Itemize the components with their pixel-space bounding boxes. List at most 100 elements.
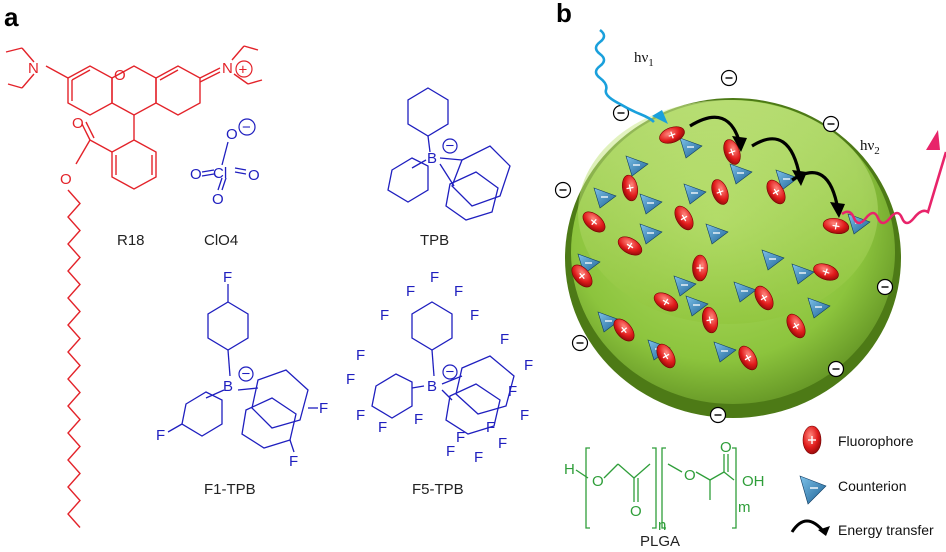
fluorophore-7 bbox=[582, 211, 606, 233]
f5tpb-f-16: F bbox=[498, 435, 507, 452]
clo4-o-left: O bbox=[190, 166, 202, 183]
nanoparticle bbox=[565, 98, 901, 418]
legend: Fluorophore Counterion Energy transfer bbox=[790, 425, 934, 538]
f5tpb-f-5: F bbox=[430, 269, 439, 286]
counterion-1 bbox=[679, 137, 703, 159]
fluorophore-4 bbox=[674, 205, 694, 231]
f1tpb-minus-sign: − bbox=[242, 366, 251, 383]
counterion-2 bbox=[729, 163, 753, 185]
counterion-15 bbox=[733, 281, 757, 303]
f1tpb-f-top: F bbox=[223, 269, 232, 286]
legend-counterion-icon bbox=[799, 475, 827, 505]
plga-o3: O bbox=[684, 467, 696, 484]
f5tpb-minus-charge bbox=[442, 364, 458, 380]
fluorophore-2 bbox=[723, 139, 741, 165]
clo4-o-top: O bbox=[226, 126, 238, 143]
energy-transfer-arrow-2 bbox=[751, 137, 802, 179]
counterion-7 bbox=[593, 187, 617, 209]
clo4-minus-sign: − bbox=[242, 119, 251, 136]
photon-out bbox=[841, 130, 946, 225]
fluorophore-9 bbox=[692, 254, 708, 282]
counterion-8 bbox=[639, 223, 663, 245]
legend-fluorophore-icon bbox=[802, 425, 822, 455]
clo4-structure: O − Cl O O O bbox=[190, 118, 260, 208]
f5tpb-b: B bbox=[427, 378, 437, 395]
legend-fluorophore-label: Fluorophore bbox=[838, 433, 914, 449]
f1tpb-f-left: F bbox=[156, 427, 165, 444]
fluorophore-19 bbox=[711, 179, 729, 205]
f5tpb-f-10: F bbox=[414, 411, 423, 428]
nanoparticle-highlight bbox=[578, 100, 878, 324]
f5tpb-f-4: F bbox=[470, 307, 479, 324]
f1tpb-minus-charge bbox=[238, 366, 254, 382]
counterion-19 bbox=[713, 341, 737, 363]
fluorophore-6 bbox=[822, 217, 850, 235]
clo4-cl: Cl bbox=[213, 165, 227, 182]
f5tpb-f-19: F bbox=[508, 383, 517, 400]
r18-o-ester: O bbox=[60, 171, 72, 188]
fluorophore-11 bbox=[571, 264, 593, 288]
hv2-label: hν2 bbox=[860, 138, 880, 157]
fluorophore-13 bbox=[813, 263, 839, 281]
energy-transfer-arrowhead-3 bbox=[830, 202, 845, 218]
f5tpb-f-18: F bbox=[474, 449, 483, 466]
r18-o-ring: O bbox=[114, 67, 126, 84]
label-clo4: ClO4 bbox=[204, 232, 238, 249]
plga-h: H bbox=[564, 461, 575, 478]
f1tpb-b: B bbox=[223, 378, 233, 395]
panel-b-letter: b bbox=[556, 0, 572, 28]
fluorophore-8 bbox=[617, 236, 643, 256]
r18-plus-charge bbox=[235, 60, 253, 78]
clo4-o-right: O bbox=[248, 167, 260, 184]
fluorophore-14 bbox=[613, 318, 635, 342]
tpb-minus-charge bbox=[442, 138, 458, 154]
photon-in bbox=[594, 28, 668, 124]
f5tpb-f-7: F bbox=[356, 407, 365, 424]
tpb-b: B bbox=[427, 150, 437, 167]
fluorophore-16 bbox=[786, 313, 806, 339]
f5tpb-f-2: F bbox=[454, 283, 463, 300]
f5tpb-f-1: F bbox=[406, 283, 415, 300]
tpb-structure: B − bbox=[387, 87, 511, 221]
fluorophore-3 bbox=[621, 174, 639, 202]
f5tpb-f-12: F bbox=[524, 357, 533, 374]
fluorophore-15 bbox=[701, 306, 719, 334]
plga-o4: O bbox=[720, 439, 732, 456]
legend-energy-transfer-label: Energy transfer bbox=[838, 522, 934, 538]
r18-plus-sign: + bbox=[239, 62, 248, 79]
energy-transfer-icon bbox=[790, 519, 830, 536]
r18-structure: N O N + O O bbox=[5, 45, 263, 528]
fluorophore-12 bbox=[754, 285, 774, 311]
tpb-minus-sign: − bbox=[446, 138, 455, 155]
counterion-12 bbox=[673, 275, 697, 297]
counterion-17 bbox=[807, 297, 831, 319]
f1tpb-structure: F B − F F F bbox=[156, 269, 328, 470]
f5tpb-f-3: F bbox=[380, 307, 389, 324]
r18-n-right: N bbox=[222, 60, 233, 77]
f5tpb-f-11: F bbox=[500, 331, 509, 348]
label-r18: R18 bbox=[117, 232, 145, 249]
counterion-4 bbox=[683, 183, 707, 205]
clo4-o-bottom: O bbox=[212, 191, 224, 208]
label-plga: PLGA bbox=[640, 533, 680, 550]
plga-o1: O bbox=[592, 473, 604, 490]
fluorophore-10 bbox=[653, 292, 679, 312]
fluorophore-17 bbox=[656, 343, 676, 369]
fluorophore-18 bbox=[738, 345, 758, 371]
f5tpb-f-8: F bbox=[378, 419, 387, 436]
f5tpb-f-6: F bbox=[346, 371, 355, 388]
hv1-label: hν1 bbox=[634, 50, 654, 69]
label-f1tpb: F1-TPB bbox=[204, 481, 256, 498]
plga-structure: H O O n O O m OH bbox=[564, 439, 765, 534]
counterion-3 bbox=[625, 155, 649, 177]
fluorophore-1 bbox=[659, 126, 685, 144]
f1tpb-f-right: F bbox=[319, 400, 328, 417]
f1tpb-f-bottom: F bbox=[289, 453, 298, 470]
r18-n-left: N bbox=[28, 60, 39, 77]
f5tpb-f-17: F bbox=[446, 443, 455, 460]
plga-m: m bbox=[738, 499, 751, 516]
counterion-10 bbox=[761, 249, 785, 271]
